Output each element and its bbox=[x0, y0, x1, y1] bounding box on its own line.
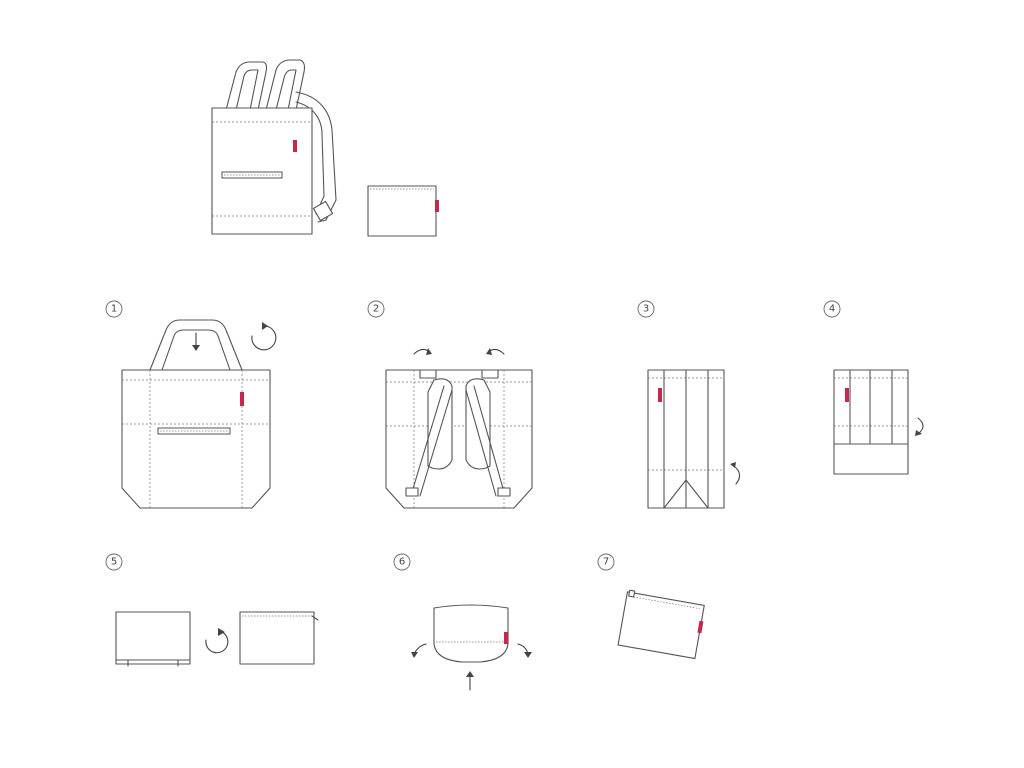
step-number-circle bbox=[393, 553, 411, 571]
step-number: 7 bbox=[603, 557, 609, 568]
hero-backpack bbox=[211, 59, 337, 235]
step-number: 2 bbox=[373, 304, 379, 315]
step-number-circle bbox=[367, 300, 385, 318]
backpack-body bbox=[211, 107, 313, 235]
step-number-circle bbox=[105, 553, 123, 571]
step-number-circle bbox=[597, 553, 615, 571]
step-number: 6 bbox=[399, 557, 405, 568]
step-number: 4 bbox=[829, 304, 835, 315]
rotate-arrow-icon bbox=[251, 325, 277, 351]
hero-pouch bbox=[367, 185, 439, 237]
step-number-circle bbox=[105, 300, 123, 318]
bag-body bbox=[121, 369, 271, 509]
fold-arrow-icon bbox=[733, 465, 741, 485]
step-6: 6 bbox=[393, 553, 532, 691]
step-number: 5 bbox=[111, 557, 117, 568]
step-3: 3 bbox=[637, 300, 741, 509]
step-number-circle bbox=[637, 300, 655, 318]
step-5: 5 bbox=[105, 553, 319, 667]
step-1: 1 bbox=[105, 300, 277, 509]
step-7: 7 bbox=[597, 553, 705, 660]
step-4: 4 bbox=[823, 300, 924, 475]
step-number-circle bbox=[823, 300, 841, 318]
step-number: 1 bbox=[111, 304, 117, 315]
step-2: 2 bbox=[367, 300, 533, 509]
brand-tag-hero bbox=[293, 140, 297, 152]
step-number: 3 bbox=[643, 304, 649, 315]
